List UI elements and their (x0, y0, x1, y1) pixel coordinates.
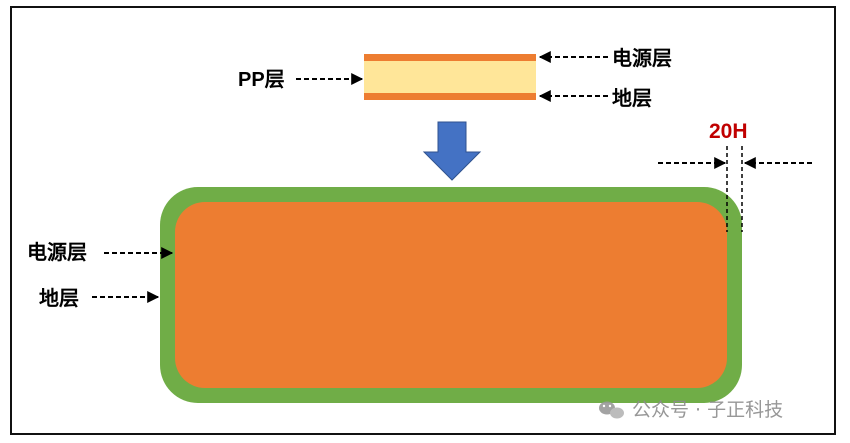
pp-layer-label: PP层 (238, 69, 285, 91)
down-arrow-icon (422, 121, 482, 181)
stackup-ground-layer (364, 93, 536, 100)
diagram-border (10, 6, 836, 435)
rule-20h-label: 20H (709, 120, 748, 143)
ground-layer-left-label: 地层 (39, 287, 79, 310)
wechat-icon (599, 401, 624, 419)
watermark: 公众号 · 子正科技 (599, 399, 783, 421)
power-layer-top-label: 电源层 (612, 47, 672, 70)
stackup-cross-section (364, 54, 536, 100)
stackup-pp-layer (364, 56, 536, 98)
ground-layer-top-label: 地层 (612, 87, 652, 110)
power-plane (175, 202, 727, 388)
watermark-text: 公众号 · 子正科技 (632, 399, 783, 421)
power-layer-left-label: 电源层 (27, 241, 87, 264)
stackup-power-layer (364, 54, 536, 61)
